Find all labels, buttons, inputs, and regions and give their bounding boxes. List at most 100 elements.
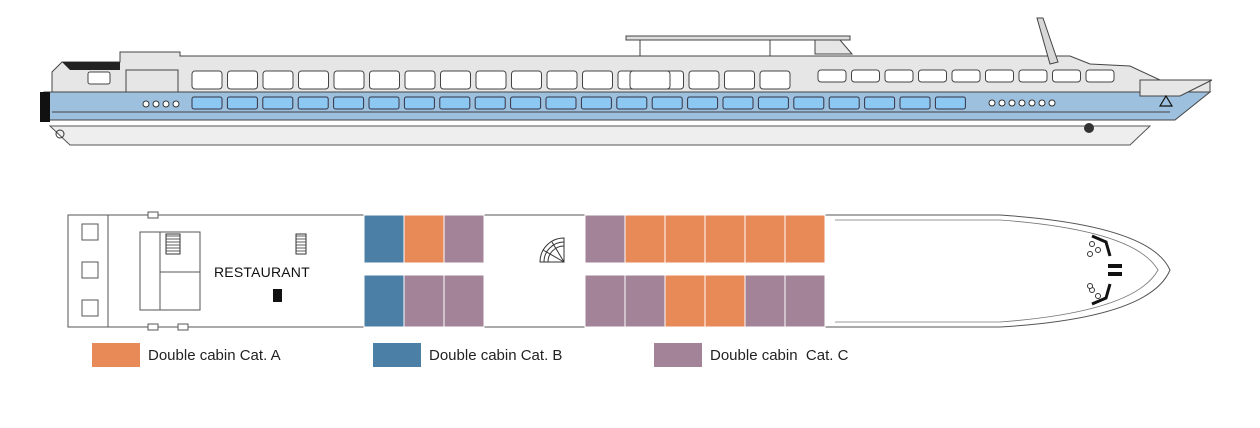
cabin-window (793, 96, 825, 110)
cabin-cat-c (584, 274, 626, 328)
stairs-block (295, 233, 307, 255)
bow-lounge-seating-icon (1087, 234, 1122, 306)
cabin-window (474, 96, 506, 110)
upper-window (440, 70, 471, 90)
cabin-window (616, 96, 648, 110)
porthole (1048, 99, 1056, 107)
cabin-window (864, 96, 896, 110)
cabin-cat-a (744, 214, 786, 264)
bow-logo-icon (1158, 94, 1174, 107)
upper-window (333, 70, 365, 90)
cabin-window (368, 96, 400, 110)
cabin-cat-a (403, 214, 445, 264)
cabin-cat-c (443, 274, 485, 328)
legend-item-cat-c: Double cabin Cat. C (654, 342, 848, 368)
upper-window (724, 70, 755, 90)
porthole (1018, 99, 1026, 107)
stern-box (81, 261, 99, 279)
upper-window (884, 69, 914, 83)
cabin-cat-b (363, 274, 405, 328)
stern (40, 92, 50, 122)
upper-window (227, 70, 258, 90)
cabin-cat-c (784, 274, 826, 328)
upper-window (817, 69, 847, 83)
porthole (152, 100, 160, 108)
upper-window (298, 70, 329, 90)
mast-icon (1036, 17, 1059, 65)
cabin-cat-a (664, 214, 706, 264)
upper-window (191, 70, 223, 90)
propeller-icon (55, 129, 65, 139)
upper-window (759, 70, 791, 90)
cabin-cat-c (744, 274, 786, 328)
cabin-window (934, 96, 966, 110)
upper-window (582, 70, 613, 90)
cabin-window (545, 96, 577, 110)
porthole (1028, 99, 1036, 107)
cabin-window (226, 96, 258, 110)
cabin-cat-c (584, 214, 626, 264)
cabin-cat-c (403, 274, 445, 328)
cabin-window (899, 96, 931, 110)
restaurant-pillar (273, 289, 282, 302)
cabin-row-top (363, 214, 826, 264)
legend-swatch (92, 343, 140, 367)
anchor-icon (1084, 123, 1094, 133)
cabin-row-bottom (363, 274, 826, 328)
cabin-window (757, 96, 789, 110)
cabin-window (580, 96, 612, 110)
cabin-window (333, 96, 365, 110)
galley (139, 231, 201, 311)
legend-label: Double cabin Cat. B (429, 346, 563, 364)
cabin-window (828, 96, 860, 110)
upper-window (688, 70, 720, 90)
stern-box (81, 299, 99, 317)
upper-window (511, 70, 542, 90)
hull-keel (48, 125, 1152, 146)
wheelhouse (814, 39, 854, 55)
deck-outline (67, 214, 1171, 328)
stern-box (81, 223, 99, 241)
porthole (998, 99, 1006, 107)
cabin-window (687, 96, 719, 110)
upper-window (1085, 69, 1115, 83)
cabin-window (722, 96, 754, 110)
cabin-cat-a (624, 214, 666, 264)
cabin-cat-a (704, 214, 746, 264)
cabin-cat-c (443, 214, 485, 264)
stairs-icon (165, 233, 307, 255)
legend-label: Double cabin Cat. A (148, 346, 281, 364)
upper-window (918, 69, 947, 83)
cabin-window (510, 96, 542, 110)
porthole (1038, 99, 1046, 107)
cabin-cat-a (784, 214, 826, 264)
upper-window (369, 70, 400, 90)
spiral-staircase-icon (539, 237, 565, 263)
cabin-window (262, 96, 294, 110)
upper-window (125, 69, 179, 93)
upper-window (1052, 69, 1081, 83)
upper-window-row (125, 69, 1115, 93)
legend-swatch (373, 343, 421, 367)
legend-label: Double cabin Cat. C (710, 346, 849, 364)
porthole (988, 99, 996, 107)
restaurant-label: RESTAURANT (214, 264, 310, 280)
porthole (162, 100, 170, 108)
bow (1139, 79, 1213, 97)
upper-window (546, 70, 578, 90)
stern-window (87, 71, 111, 85)
cabin-cat-a (704, 274, 746, 328)
cabin-cat-b (363, 214, 405, 264)
cabin-window (439, 96, 471, 110)
upper-window (851, 69, 880, 83)
cabin-cat-a (664, 274, 706, 328)
lower-window-row (52, 96, 1170, 113)
upper-window (475, 70, 507, 90)
legend-swatch (654, 343, 702, 367)
upper-window (951, 69, 981, 83)
upper-window (404, 70, 436, 90)
cabin-window (191, 96, 223, 110)
upper-window (1018, 69, 1048, 83)
